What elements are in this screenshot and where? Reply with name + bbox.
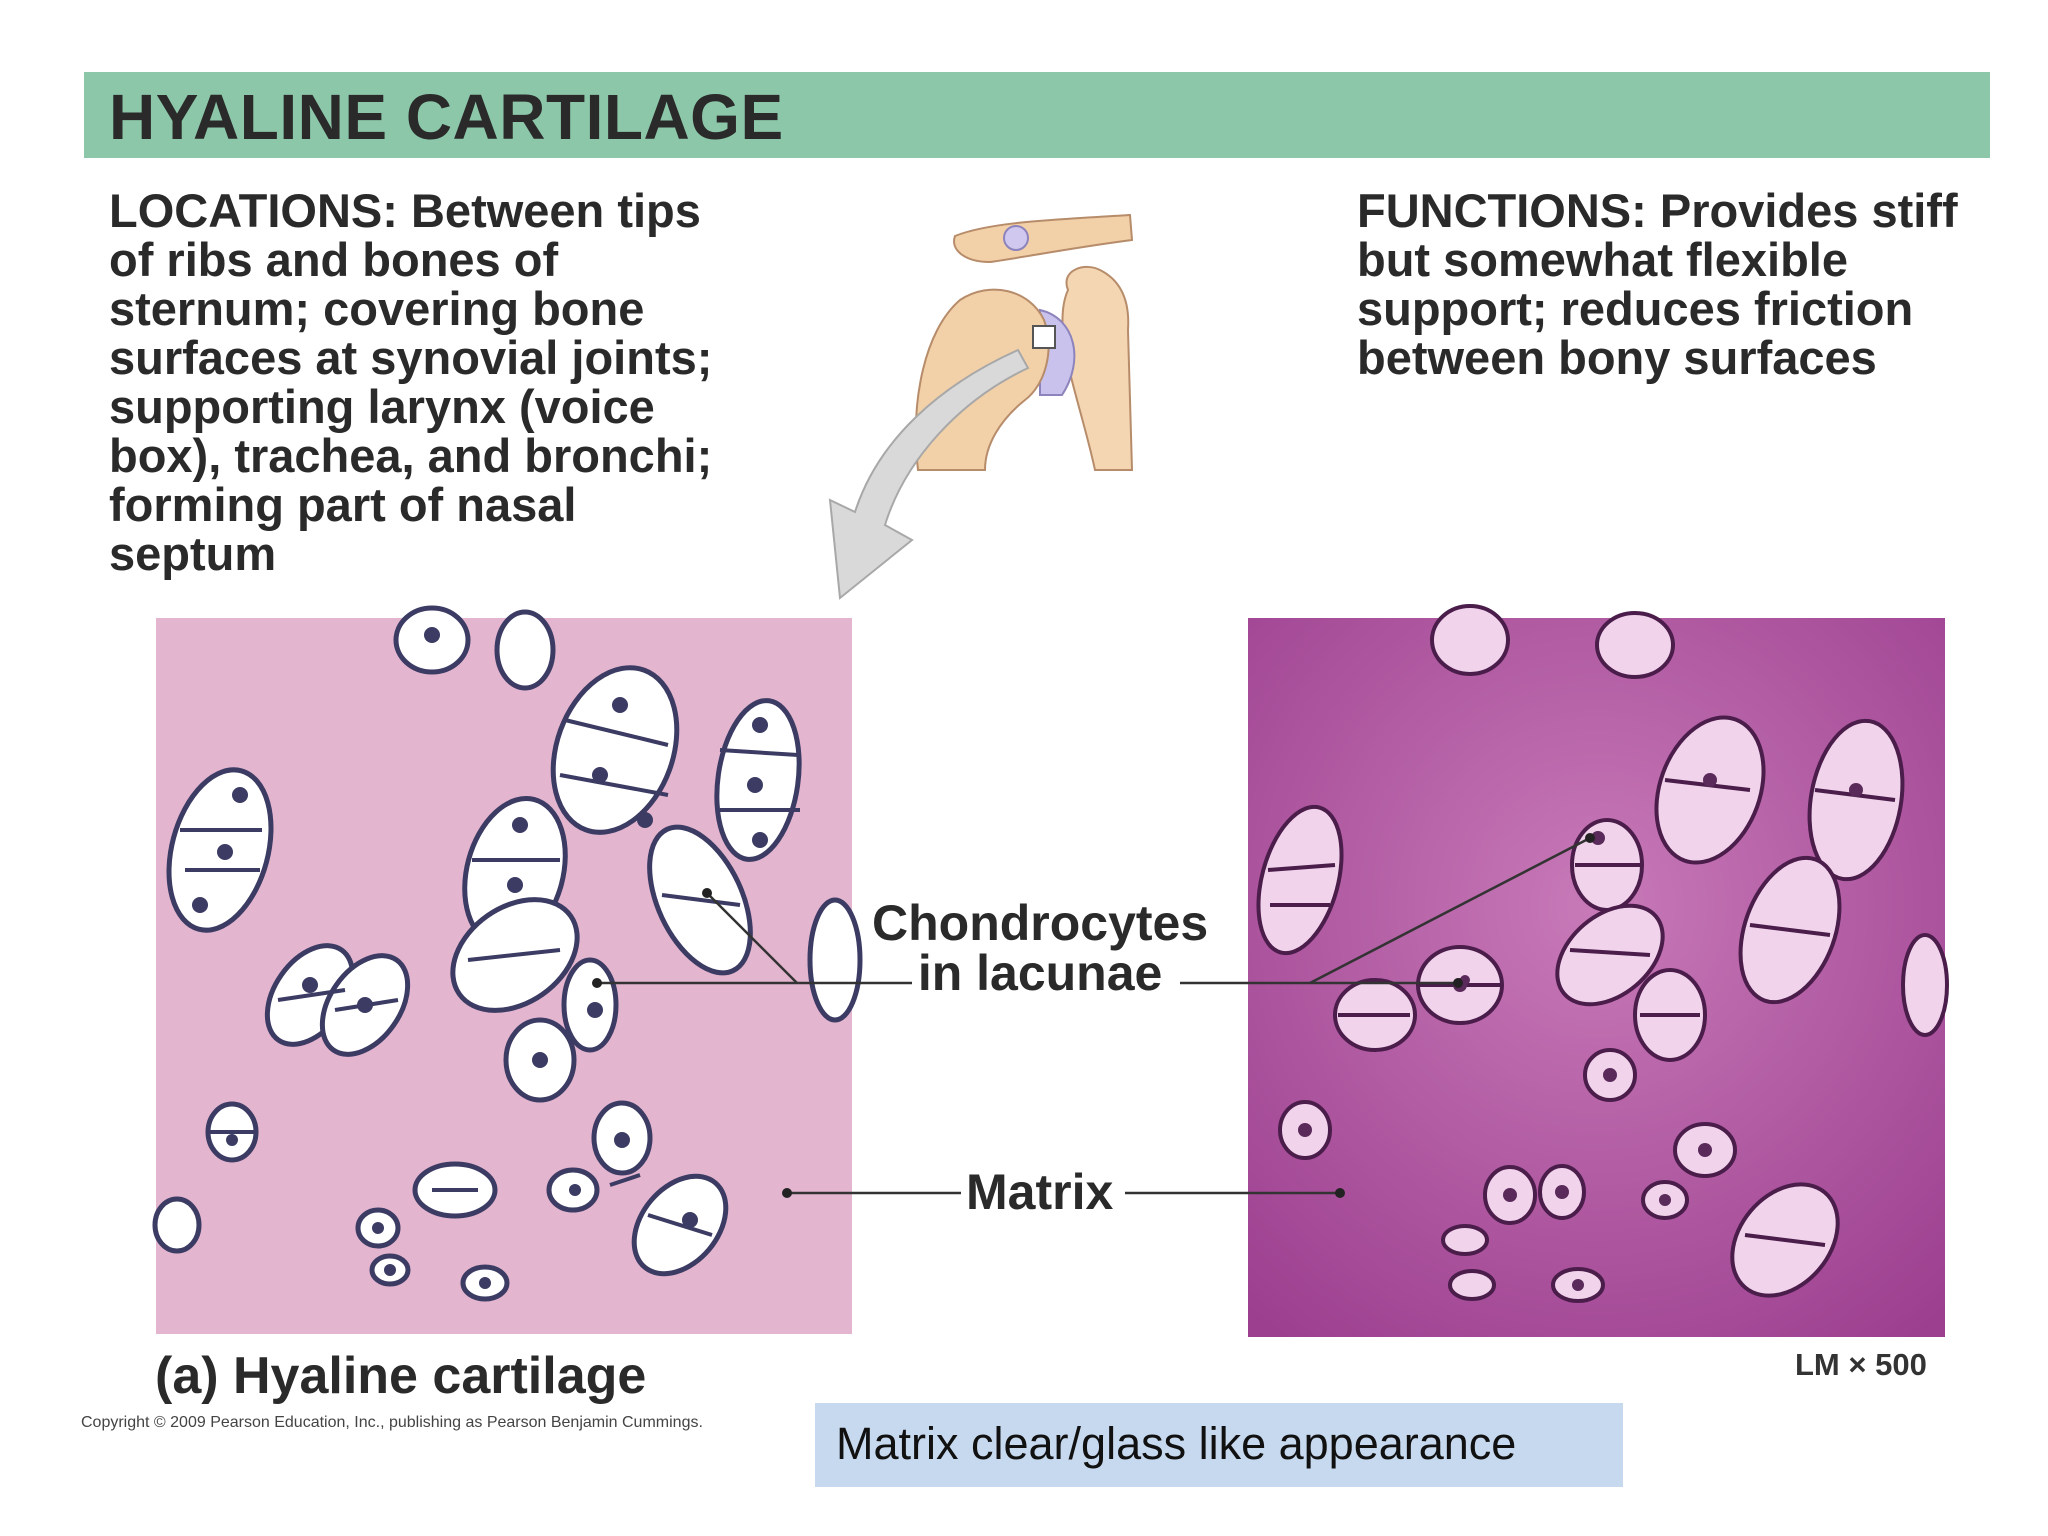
magnification-label: LM × 500 [1795,1347,1927,1382]
chondrocytes-label-line1: Chondrocytes [872,895,1209,951]
chondrocytes-label: Chondrocytes in lacunae [872,898,1208,998]
shoulder-joint-illustration [914,213,1134,471]
title-banner [84,72,1990,158]
leader-lines [597,836,1591,1195]
micrograph-panel [1248,604,1949,1337]
locations-text: LOCATIONS: Between tips of ribs and bone… [109,184,713,580]
slide-title: HYALINE CARTILAGE [109,81,784,153]
matrix-label: Matrix [966,1164,1114,1220]
magnified-region-marker [1032,325,1056,349]
note-box [815,1403,1623,1487]
copyright-text: Copyright © 2009 Pearson Education, Inc.… [81,1414,703,1431]
note-text: Matrix clear/glass like appearance [836,1418,1517,1469]
drawing-panel [152,605,863,1334]
panel-caption: (a) Hyaline cartilage [155,1347,647,1405]
functions-text: FUNCTIONS: Provides stiff but somewhat f… [1357,184,1958,384]
chondrocytes-label-line2: in lacunae [917,945,1163,1001]
zoom-arrow-icon [828,348,1030,600]
